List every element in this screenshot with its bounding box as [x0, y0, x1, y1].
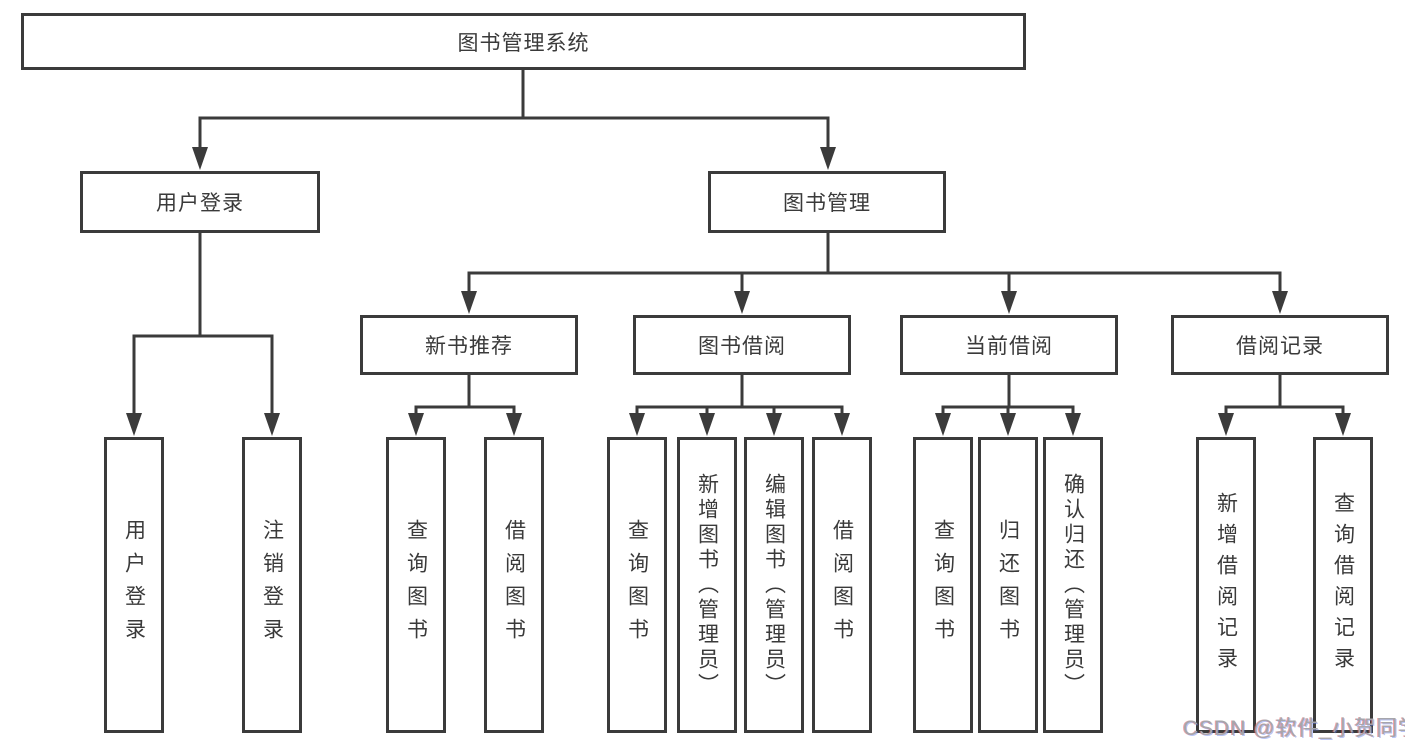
- node-label: 查询图书: [931, 519, 955, 651]
- node-book-borrow: 图书借阅: [633, 315, 851, 375]
- leaf-user-login: 用户登录: [104, 437, 164, 733]
- node-label: 用户登录: [156, 192, 244, 215]
- leaf-add-borrow-record: 新增借阅记录: [1196, 437, 1256, 733]
- node-label: 归还图书: [996, 519, 1020, 651]
- node-label: 当前借阅: [965, 335, 1053, 358]
- node-label: 查询借阅记录: [1331, 492, 1355, 678]
- node-label: 新书推荐: [425, 335, 513, 358]
- leaf-query-books-borrow: 查询图书: [607, 437, 667, 733]
- node-new-book-recommend: 新书推荐: [360, 315, 578, 375]
- node-label: 编辑图书（管理员）: [762, 472, 786, 698]
- node-label: 查询图书: [625, 519, 649, 651]
- node-label: 借阅记录: [1236, 335, 1324, 358]
- leaf-borrow-book-recommend: 借阅图书: [484, 437, 544, 733]
- leaf-query-books-current: 查询图书: [913, 437, 973, 733]
- leaf-logout: 注销登录: [242, 437, 302, 733]
- node-borrow-records: 借阅记录: [1171, 315, 1389, 375]
- node-label: 新增图书（管理员）: [695, 472, 719, 698]
- leaf-add-book-admin: 新增图书（管理员）: [677, 437, 737, 733]
- leaf-query-borrow-record: 查询借阅记录: [1313, 437, 1373, 733]
- leaf-edit-book-admin: 编辑图书（管理员）: [744, 437, 804, 733]
- leaf-query-books-recommend: 查询图书: [386, 437, 446, 733]
- node-root-library-system: 图书管理系统: [21, 13, 1026, 70]
- node-book-management: 图书管理: [708, 171, 946, 233]
- node-label: 图书管理: [783, 192, 871, 215]
- csdn-watermark: CSDN @软件_小贺同学: [1183, 717, 1405, 740]
- node-label: 注销登录: [260, 519, 284, 651]
- node-current-borrow: 当前借阅: [900, 315, 1118, 375]
- leaf-borrow-book: 借阅图书: [812, 437, 872, 733]
- node-label: 确认归还（管理员）: [1061, 472, 1085, 698]
- leaf-confirm-return-admin: 确认归还（管理员）: [1043, 437, 1103, 733]
- node-label: 图书管理系统: [457, 31, 590, 55]
- node-label: 借阅图书: [502, 519, 526, 651]
- leaf-return-book: 归还图书: [978, 437, 1038, 733]
- node-label: 新增借阅记录: [1214, 492, 1238, 678]
- node-label: 图书借阅: [698, 335, 786, 358]
- node-label: 用户登录: [122, 519, 146, 651]
- node-user-login: 用户登录: [80, 171, 320, 233]
- node-label: 借阅图书: [830, 519, 854, 651]
- node-label: 查询图书: [404, 519, 428, 651]
